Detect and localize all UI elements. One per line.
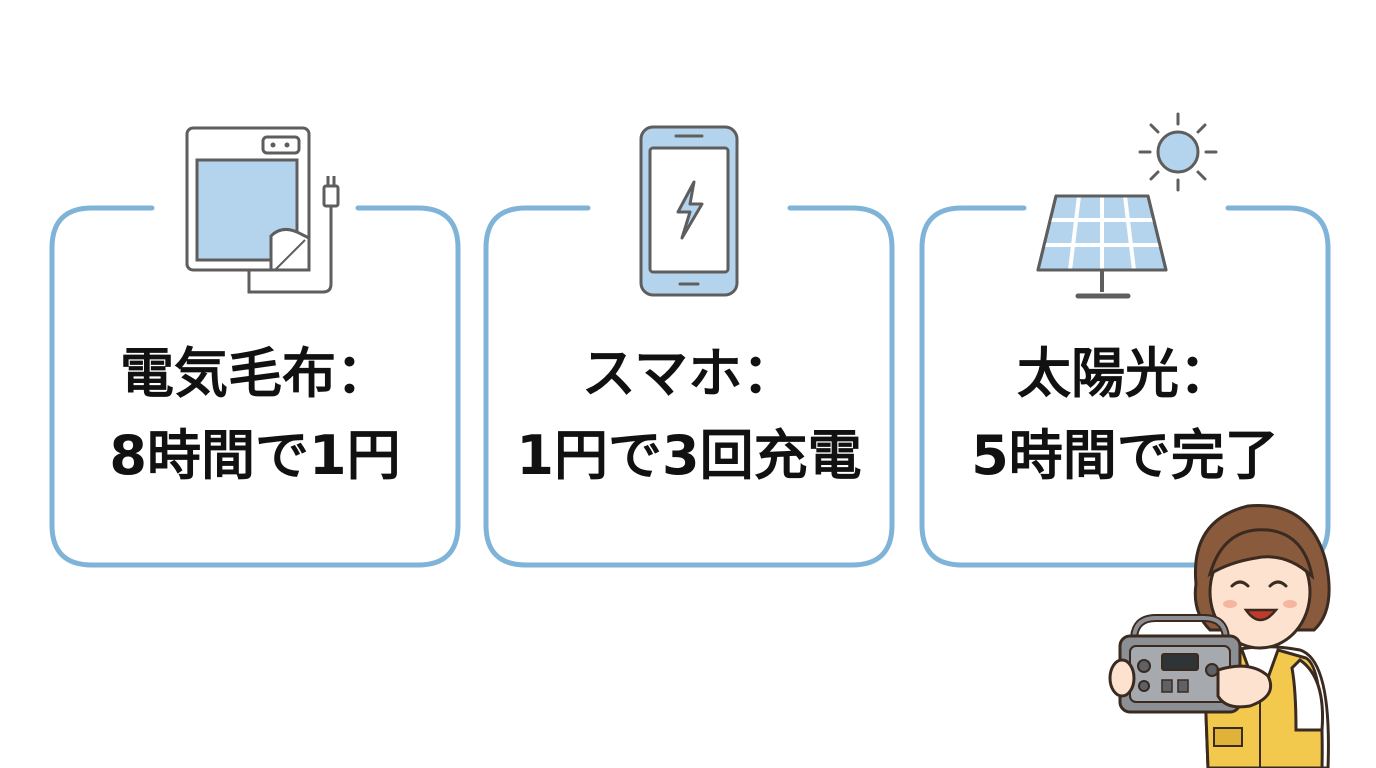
electric-blanket-icon [185,126,340,294]
card-title: 電気毛布： [120,342,390,405]
smartphone-charging-icon [639,125,739,297]
card-detail: 8時間で1円 [109,424,401,487]
card-detail: 5時間で完了 [971,424,1279,487]
card-title: 太陽光： [1017,342,1233,405]
card-title: スマホ： [581,342,797,405]
solar-panel-icon [1036,112,1218,299]
card-detail: 1円で3回充電 [516,424,862,487]
sun-icon [1138,112,1218,192]
woman-holding-power-station-icon [1108,503,1331,768]
